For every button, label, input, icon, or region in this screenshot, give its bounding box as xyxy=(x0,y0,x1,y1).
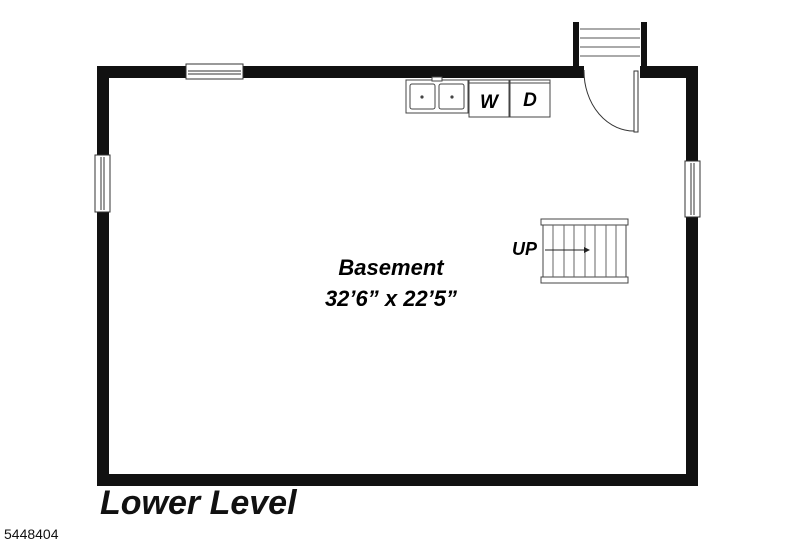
interior-stairs: UP xyxy=(512,218,629,284)
bottom-wall xyxy=(97,474,698,486)
window-right xyxy=(684,160,701,218)
window-top xyxy=(185,63,244,80)
exterior-stairwell xyxy=(573,22,647,72)
left-wall xyxy=(97,66,109,486)
room-dimensions: 32’6” x 22’5” xyxy=(325,286,457,311)
room-name: Basement xyxy=(338,255,445,280)
level-title: Lower Level xyxy=(100,484,297,522)
dryer-label: D xyxy=(523,90,537,111)
top-wall-left xyxy=(97,66,585,78)
washer-label: W xyxy=(480,92,500,113)
stairs-label: UP xyxy=(512,239,538,259)
right-wall xyxy=(686,66,698,486)
arrow-right-icon xyxy=(584,247,590,253)
top-wall-right xyxy=(640,66,698,78)
door-swing xyxy=(583,66,640,133)
listing-id: 5448404 xyxy=(4,526,59,542)
washer: W xyxy=(468,79,510,118)
dryer: D xyxy=(509,79,551,118)
window-left xyxy=(94,154,111,213)
laundry-sink xyxy=(405,76,469,114)
